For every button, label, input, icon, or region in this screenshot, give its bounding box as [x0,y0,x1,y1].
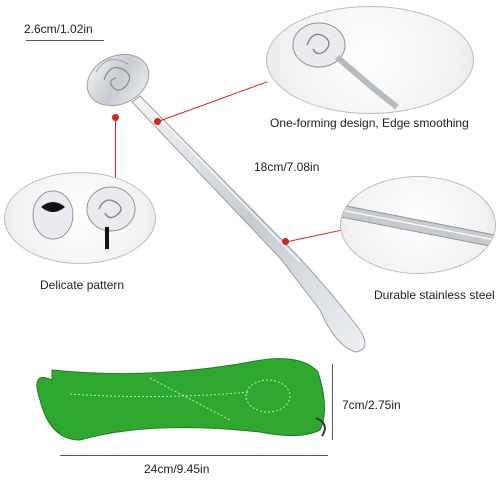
callout-dot-head [154,118,161,125]
case-height-label: 7cm/2.75in [342,398,401,412]
steel-label: Durable stainless steel [374,288,495,302]
length-label: 18cm/7.08in [254,160,320,174]
spoon-head [86,53,150,107]
zoom-circle-steel [340,176,496,274]
pattern-label: Delicate pattern [40,278,125,292]
case-width-dimension-line [60,455,328,456]
zoom-circle-rose-head [266,6,474,114]
head-width-label: 2.6cm/1.02in [24,22,93,36]
case-height-dimension-line [332,364,333,440]
callout-line-pattern [115,118,116,180]
zoom-circle-pattern [4,172,156,264]
head-width-dimension-line [26,40,104,41]
design-label: One-forming design, Edge smoothing [270,116,469,130]
callout-dot-steel [282,238,289,245]
case-width-label: 24cm/9.45in [144,462,210,476]
callout-dot-pattern [112,114,119,121]
spoon-handle [131,95,366,353]
